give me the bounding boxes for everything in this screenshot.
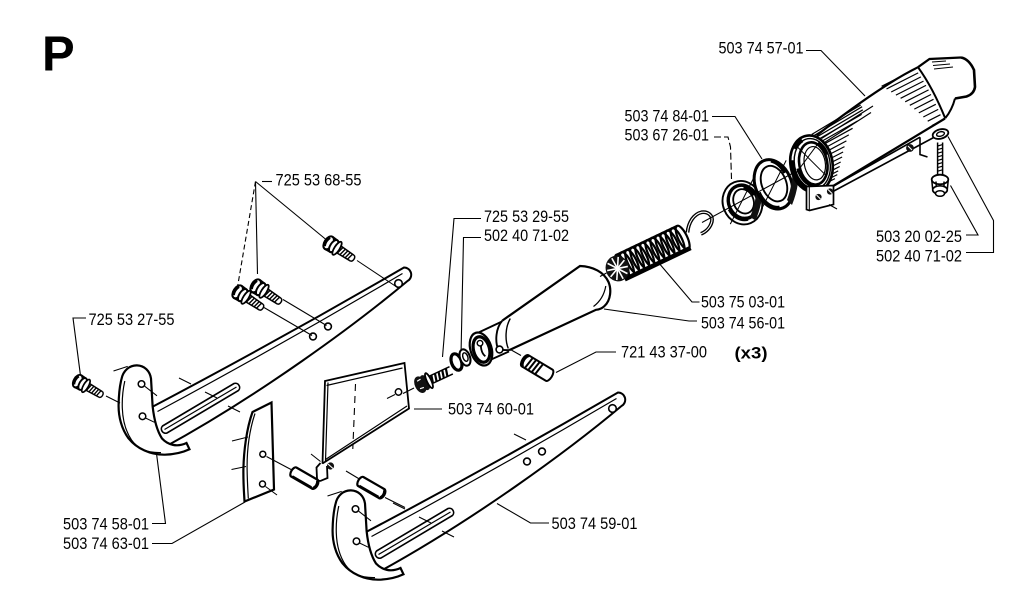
svg-text:502 40 71-02: 502 40 71-02 bbox=[484, 226, 569, 245]
svg-text:503 74 84-01: 503 74 84-01 bbox=[625, 107, 710, 126]
svg-text:725 53 68-55: 725 53 68-55 bbox=[276, 171, 362, 190]
svg-text:721 43 37-00: 721 43 37-00 bbox=[621, 343, 707, 362]
svg-text:503 74 58-01: 503 74 58-01 bbox=[63, 515, 149, 534]
svg-text:503 74 56-01: 503 74 56-01 bbox=[701, 314, 785, 333]
svg-text:(x3): (x3) bbox=[735, 344, 768, 363]
svg-text:503 74 57-01: 503 74 57-01 bbox=[719, 39, 804, 58]
svg-text:503 20 02-25: 503 20 02-25 bbox=[876, 227, 962, 246]
svg-text:503 74 60-01: 503 74 60-01 bbox=[448, 400, 534, 419]
svg-text:502 40 71-02: 502 40 71-02 bbox=[876, 247, 962, 266]
svg-text:725 53 27-55: 725 53 27-55 bbox=[89, 310, 175, 329]
svg-text:P: P bbox=[42, 28, 75, 82]
svg-text:503 74 63-01: 503 74 63-01 bbox=[63, 534, 149, 553]
svg-text:725 53 29-55: 725 53 29-55 bbox=[484, 207, 569, 226]
svg-text:503 75 03-01: 503 75 03-01 bbox=[701, 293, 785, 312]
svg-text:503 74 59-01: 503 74 59-01 bbox=[552, 514, 638, 533]
svg-text:503 67 26-01: 503 67 26-01 bbox=[625, 126, 710, 145]
